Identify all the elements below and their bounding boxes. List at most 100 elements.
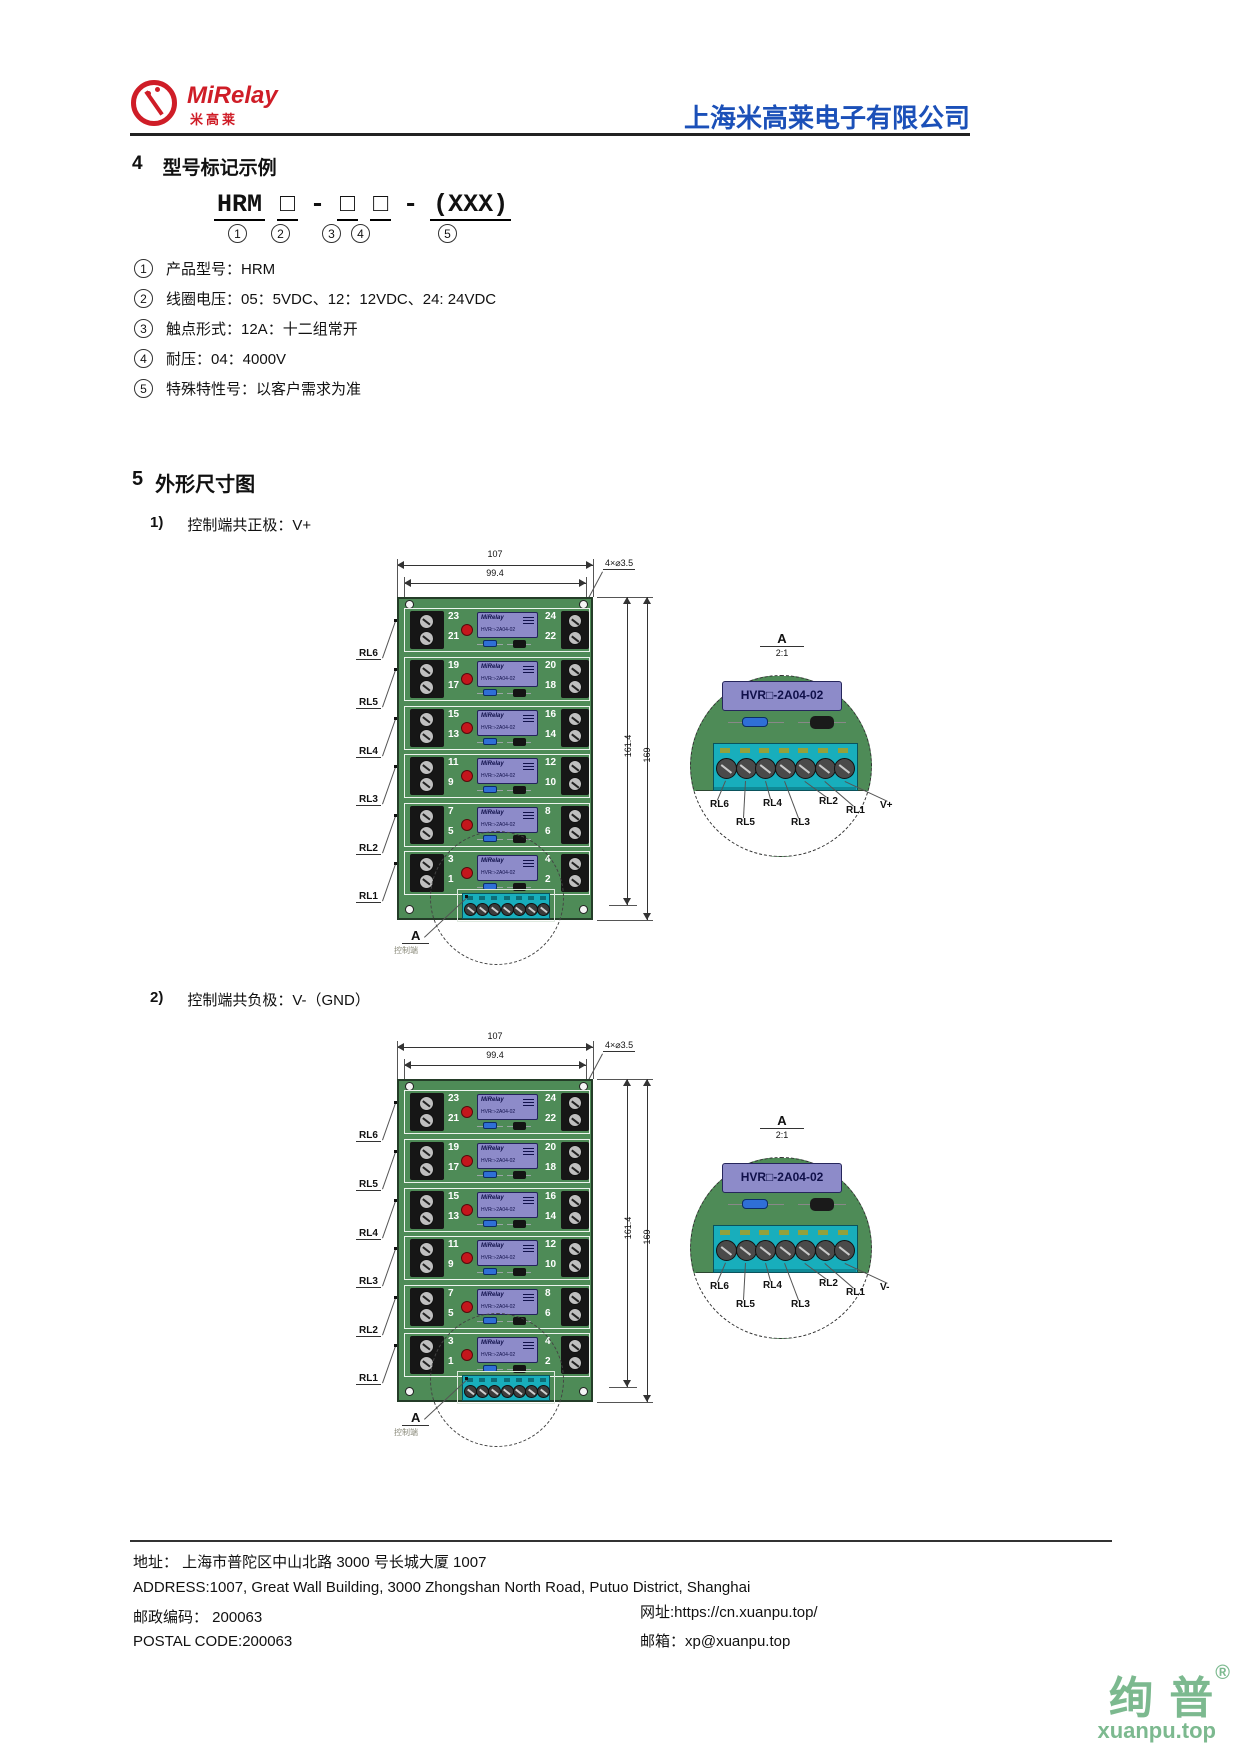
screw-slot	[571, 764, 579, 771]
relay-mark	[523, 1297, 534, 1298]
strip-pad	[837, 1230, 848, 1235]
terminal-block-right	[561, 709, 589, 747]
screw-terminal	[419, 1259, 434, 1274]
terminal-block-right	[561, 1142, 589, 1180]
screw-terminal	[419, 1308, 434, 1323]
screw-slot	[759, 1245, 772, 1256]
section5-heading: 5 外形尺寸图	[132, 468, 255, 497]
footer-email[interactable]: 邮箱：xp@xuanpu.top	[640, 1633, 791, 1650]
led-indicator	[461, 1155, 473, 1167]
detail-terminal-label: RL2	[819, 796, 838, 807]
screw-slot	[571, 1166, 579, 1173]
dim-arrow	[643, 1395, 651, 1402]
terminal-number: 24	[545, 611, 557, 622]
detail-scale: 2:1	[775, 1130, 789, 1140]
relay-mark	[523, 812, 534, 813]
screw-slot	[838, 1245, 850, 1256]
section4-title: 型号标记示例	[162, 158, 277, 179]
model-code-part: (XXX)	[430, 190, 512, 221]
dim-arrow	[579, 579, 586, 587]
leader-dot	[394, 1101, 397, 1104]
extension-line	[397, 1041, 398, 1079]
leader-dot	[394, 765, 397, 768]
row-label: RL6	[356, 1130, 381, 1142]
resistor	[483, 1171, 497, 1178]
relay-mark	[523, 666, 534, 667]
screw-slot	[571, 861, 579, 868]
relay-model: HVR□-2A04-02	[481, 627, 516, 633]
screw-terminal	[419, 857, 434, 872]
detail-diode	[810, 716, 834, 729]
relay-mark	[523, 620, 534, 621]
footer-website[interactable]: 网址:https://cn.xuanpu.top/	[640, 1604, 818, 1621]
screw-terminal	[568, 1308, 582, 1322]
screw-terminal	[568, 1211, 582, 1225]
screw-terminal	[568, 760, 582, 774]
terminal-number: 5	[448, 1308, 454, 1319]
screw-terminal	[419, 1145, 434, 1160]
leader-dot	[394, 1150, 397, 1153]
relay-mark	[523, 766, 534, 767]
row-label: RL2	[356, 1325, 381, 1337]
terminal-number: 21	[448, 1113, 460, 1124]
screw-slot	[779, 1245, 791, 1256]
detail-terminal-label: RL4	[763, 798, 782, 809]
screw-slot	[422, 1149, 431, 1157]
screw-terminal	[568, 1113, 582, 1127]
leader-line	[382, 1346, 396, 1384]
detail-terminal-label: RL6	[710, 799, 729, 810]
dim-arrow	[586, 1043, 593, 1051]
row-label: RL4	[356, 746, 381, 758]
resistor	[483, 1122, 497, 1129]
screw-terminal	[755, 1240, 777, 1261]
terminal-number: 16	[545, 709, 557, 720]
relay-mark	[523, 1148, 534, 1149]
terminal-block-left	[410, 757, 444, 795]
screw-slot	[571, 618, 579, 625]
screw-slot	[571, 733, 579, 740]
section5-title: 外形尺寸图	[155, 474, 256, 496]
terminal-number: 19	[448, 660, 460, 671]
screw-terminal	[814, 1240, 836, 1261]
terminal-block-right	[561, 1336, 589, 1374]
terminal-block-right	[561, 1093, 589, 1131]
screw-slot	[818, 1245, 831, 1256]
screw-terminal	[419, 1339, 434, 1354]
screw-terminal	[716, 758, 737, 779]
dim-line	[647, 1079, 648, 1402]
leader-line	[382, 864, 396, 902]
relay-model: HVR□-2A04-02	[481, 676, 516, 682]
extension-line	[404, 577, 405, 597]
leader-line	[382, 816, 396, 854]
spec-item-number: 5	[134, 379, 153, 398]
screw-terminal	[568, 614, 582, 628]
dim-arrow	[623, 1380, 631, 1387]
dim-height-outer-label: 169	[642, 747, 652, 763]
relay-brand: MiRelay	[481, 1243, 504, 1249]
led-indicator	[461, 1106, 473, 1118]
relay-model: HVR□-2A04-02	[481, 1158, 516, 1164]
row-label: RL5	[356, 1179, 381, 1191]
relay-mark	[523, 1105, 534, 1106]
dim-arrow	[643, 597, 651, 604]
screw-terminal	[419, 712, 434, 727]
mounting-hole	[405, 905, 414, 914]
screw-slot	[571, 1295, 579, 1302]
subfigure2-caption: 2) 控制端共负极：V-（GND）	[150, 989, 370, 1010]
spec-item-text: 特殊特性号：以客户需求为准	[166, 381, 362, 398]
logo-subtext: 米高莱	[190, 112, 239, 127]
relay-mark	[523, 1154, 534, 1155]
relay-mark	[523, 818, 534, 819]
terminal-number: 9	[448, 1259, 454, 1270]
diode	[513, 786, 526, 794]
terminal-number: 5	[448, 826, 454, 837]
leader-line	[382, 1201, 396, 1239]
diode	[513, 1122, 526, 1130]
